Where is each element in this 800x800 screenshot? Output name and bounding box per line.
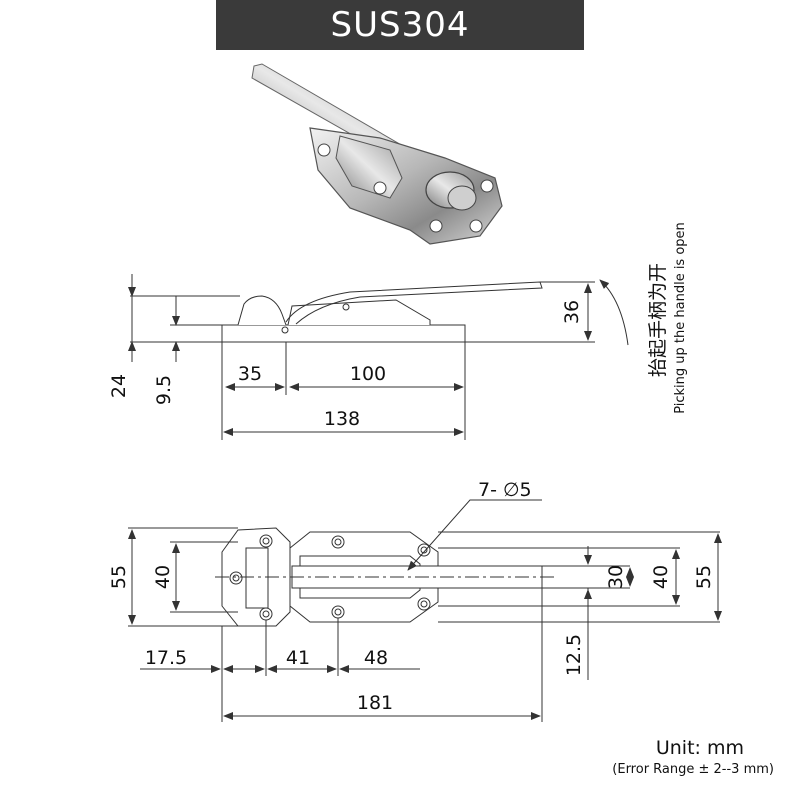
error-range-label: (Error Range ± 2--3 mm) <box>612 762 774 777</box>
dim-top-width-a: 17.5 <box>145 647 187 669</box>
holes-spec: 7- ∅5 <box>478 479 532 501</box>
dim-side-handle-height: 36 <box>561 300 583 324</box>
dim-top-width-total: 181 <box>357 692 393 714</box>
dim-top-inner-left: 40 <box>152 565 174 589</box>
top-view-outline <box>215 527 555 627</box>
latch-product-photo <box>251 63 503 245</box>
note-english: Picking up the handle is open <box>673 222 688 414</box>
dim-top-width-b: 41 <box>286 647 310 669</box>
dim-top-outer-right: 55 <box>693 565 715 589</box>
dim-side-width-mid: 100 <box>350 363 386 385</box>
dim-top-inner-right: 40 <box>650 565 672 589</box>
dim-top-outer-left: 55 <box>108 565 130 589</box>
dim-top-width-d: 12.5 <box>563 634 585 676</box>
unit-label: Unit: mm <box>655 737 744 759</box>
dim-side-height-total: 24 <box>108 374 130 398</box>
material-title: SUS304 <box>330 5 470 45</box>
dim-side-height-base: 9.5 <box>153 375 175 405</box>
dim-side-width-total: 138 <box>324 408 360 430</box>
side-view-outline <box>221 281 543 343</box>
dim-top-handle: 30 <box>605 565 627 589</box>
dim-top-width-c: 48 <box>364 647 388 669</box>
dim-side-width-left: 35 <box>238 363 262 385</box>
material-banner: SUS304 <box>216 0 584 50</box>
note-chinese: 抬起手柄为开 <box>647 263 669 377</box>
